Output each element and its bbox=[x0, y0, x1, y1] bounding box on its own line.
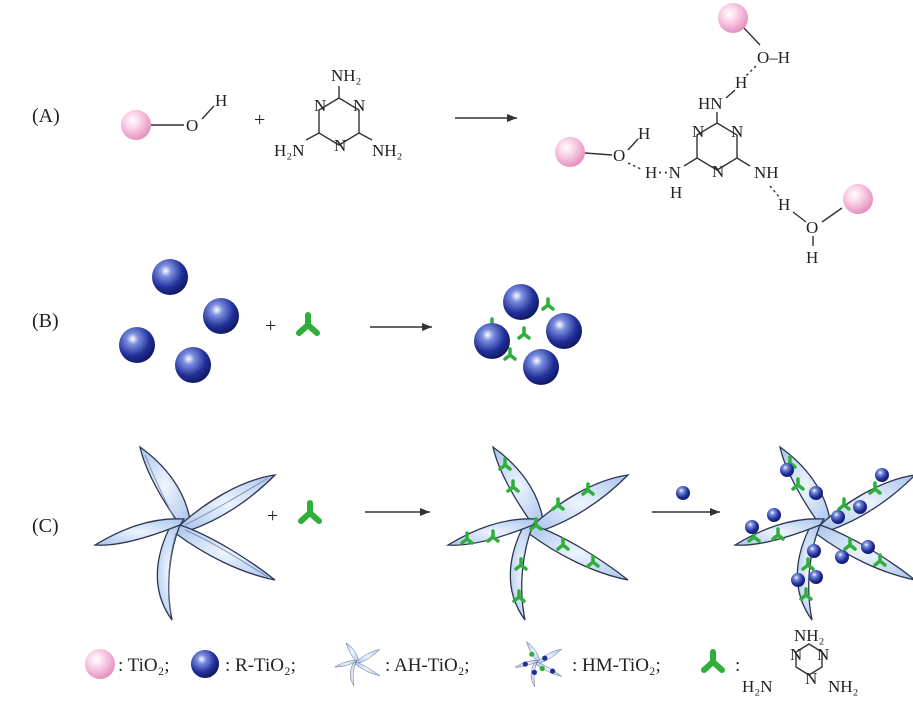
melamine-molecule-a: NH₂ H₂N NH₂ N N N bbox=[274, 66, 402, 160]
svg-text:N: N bbox=[731, 122, 743, 141]
panel-label-b: (B) bbox=[32, 310, 59, 332]
svg-text:H: H bbox=[778, 195, 790, 214]
oxygen-atom: O bbox=[186, 116, 198, 135]
melamine-bridged-cluster bbox=[474, 284, 582, 385]
svg-text:H: H bbox=[735, 73, 747, 92]
legend-ah-tio2-label: : AH-TiO₂; bbox=[385, 655, 470, 676]
hm-tio2-flower bbox=[734, 446, 913, 621]
svg-text:N: N bbox=[334, 136, 346, 155]
legend-r-tio2-label: : R-TiO₂; bbox=[225, 655, 296, 676]
melamine-icon-b bbox=[299, 315, 317, 333]
legend-melamine-label: : bbox=[735, 655, 740, 676]
melamine-icon-c bbox=[301, 503, 319, 521]
melamine-coated-flower bbox=[447, 446, 629, 621]
ah-tio2-flower bbox=[94, 446, 276, 621]
svg-text:N: N bbox=[817, 645, 829, 664]
svg-text:N: N bbox=[692, 122, 704, 141]
legend-hm-tio2-label: : HM-TiO₂; bbox=[572, 655, 661, 676]
svg-text:NH₂: NH₂ bbox=[828, 677, 858, 696]
panel-label-a: (A) bbox=[32, 105, 60, 127]
svg-text:N: N bbox=[314, 96, 326, 115]
amine-left: H₂N bbox=[274, 141, 304, 160]
svg-text:H··N: H··N bbox=[645, 163, 681, 182]
svg-text:NH: NH bbox=[754, 163, 779, 182]
r-tio2-particles-b bbox=[119, 259, 239, 383]
tio2-particle-a bbox=[121, 110, 151, 140]
svg-text:NH₂: NH₂ bbox=[794, 626, 824, 645]
amine-top: NH₂ bbox=[331, 66, 361, 85]
legend-tio2-icon bbox=[85, 649, 115, 679]
svg-text:HN: HN bbox=[698, 94, 723, 113]
hydrogen-atom: H bbox=[215, 91, 227, 110]
legend-melamine-icon bbox=[704, 652, 722, 670]
amine-right: NH₂ bbox=[372, 141, 402, 160]
plus-sign-c: + bbox=[267, 505, 278, 527]
svg-text:H₂N: H₂N bbox=[742, 677, 772, 696]
panel-label-c: (C) bbox=[32, 515, 59, 537]
legend-hm-tio2-icon bbox=[514, 641, 562, 687]
hbond-complex: O–H H HN N N N O H H··N H NH H O H bbox=[555, 3, 873, 267]
svg-text:N: N bbox=[805, 669, 817, 688]
svg-text:O: O bbox=[613, 146, 625, 165]
legend: : TiO₂; : R-TiO₂; : AH-TiO₂; : HM-TiO₂; … bbox=[85, 626, 858, 696]
svg-text:H: H bbox=[806, 248, 818, 267]
r-tio2-reagent-c bbox=[676, 486, 690, 500]
svg-text:H: H bbox=[670, 183, 682, 202]
legend-tio2-label: : TiO₂; bbox=[118, 655, 170, 676]
svg-text:O–H: O–H bbox=[757, 48, 790, 67]
legend-ah-tio2-icon bbox=[334, 642, 380, 686]
svg-text:O: O bbox=[806, 218, 818, 237]
svg-text:N: N bbox=[712, 162, 724, 181]
svg-text:H: H bbox=[638, 124, 650, 143]
svg-text:N: N bbox=[353, 96, 365, 115]
plus-sign-a: + bbox=[254, 109, 265, 131]
svg-text:N: N bbox=[790, 645, 802, 664]
plus-sign-b: + bbox=[265, 315, 276, 337]
legend-melamine-structure: NH₂ H₂N NH₂ N N N bbox=[742, 626, 858, 696]
legend-r-tio2-icon bbox=[190, 649, 220, 679]
